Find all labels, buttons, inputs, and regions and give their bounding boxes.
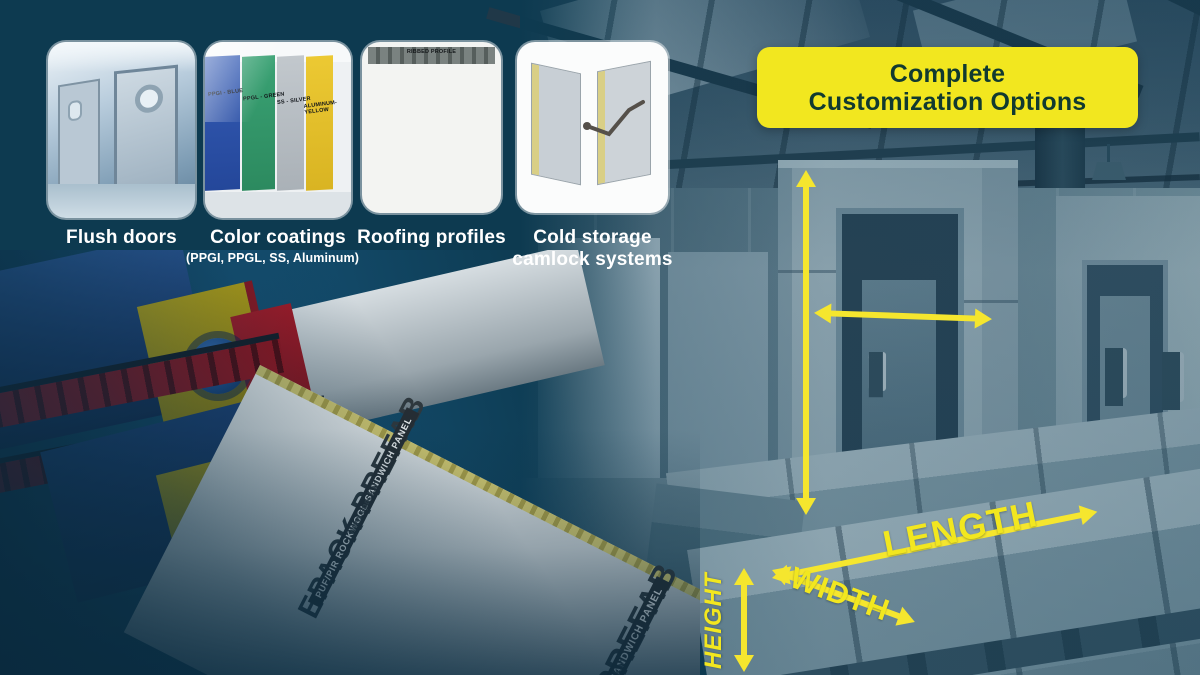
- headline-banner: Complete Customization Options: [757, 47, 1138, 128]
- card-label-cold-storage: Cold storage camlock systems: [506, 227, 679, 271]
- door-window: [68, 99, 82, 122]
- height-dimension-arrow-frame: [794, 170, 818, 515]
- profile-label: RIBBED PROFILE: [406, 49, 457, 55]
- headline-line1: Complete: [889, 59, 1006, 88]
- arrowhead-down-icon: [734, 655, 754, 672]
- arrowhead-right-icon: [1078, 502, 1100, 525]
- panel-print-brand: EPACK PREFAB: [528, 557, 685, 675]
- height-label: HEIGHT: [700, 572, 727, 670]
- arrowhead-up-icon: [734, 568, 754, 585]
- headline-line2: Customization Options: [808, 87, 1087, 116]
- arrowhead-right-icon: [974, 308, 993, 330]
- card-label-main: Cold storage: [533, 227, 652, 248]
- glare-highlight: [205, 42, 351, 122]
- camlock-arm-icon: [583, 100, 645, 137]
- card-roofing-profiles: TRAPEZOIDAL PROFILE TRAPEZOIDAL PROFILE …: [362, 42, 501, 213]
- coldroom-floor: [48, 184, 195, 218]
- arrow-line: [741, 580, 747, 660]
- card-label-roofing-profiles: Roofing profiles: [357, 227, 506, 248]
- factory-photo: [486, 0, 1200, 675]
- arrowhead-left-icon: [813, 302, 832, 324]
- card-label-sub: (PPGI, PPGL, SS, Aluminum): [186, 251, 359, 265]
- hallway-floor: [205, 192, 351, 218]
- card-label-color-coatings: Color coatings (PPGI, PPGL, SS, Aluminum…: [186, 227, 370, 265]
- flush-door-left: [58, 78, 100, 194]
- door-porthole: [135, 83, 163, 115]
- panel-production-machine-photo: +91 8130 444 466 EPACK PREFAB TECHNOLOGI…: [0, 250, 700, 675]
- profile-strip-ribbed: [368, 47, 495, 64]
- arrowhead-up-icon: [796, 170, 816, 187]
- arrow-line: [825, 310, 981, 322]
- card-flush-doors: [48, 42, 195, 218]
- card-label-sub: camlock systems: [512, 249, 673, 270]
- arrow-line: [803, 182, 809, 503]
- card-color-coatings: PPGI - BLUE PPGL - GREEN SS - SILVER ALU…: [205, 42, 351, 218]
- height-dimension-arrow-stack: [732, 568, 756, 672]
- card-label-flush-doors: Flush doors: [66, 227, 177, 248]
- arrowhead-down-icon: [796, 498, 816, 515]
- card-label-main: Color coatings: [210, 227, 346, 248]
- flush-door-right: [114, 64, 178, 194]
- card-camlock-systems: [517, 42, 668, 213]
